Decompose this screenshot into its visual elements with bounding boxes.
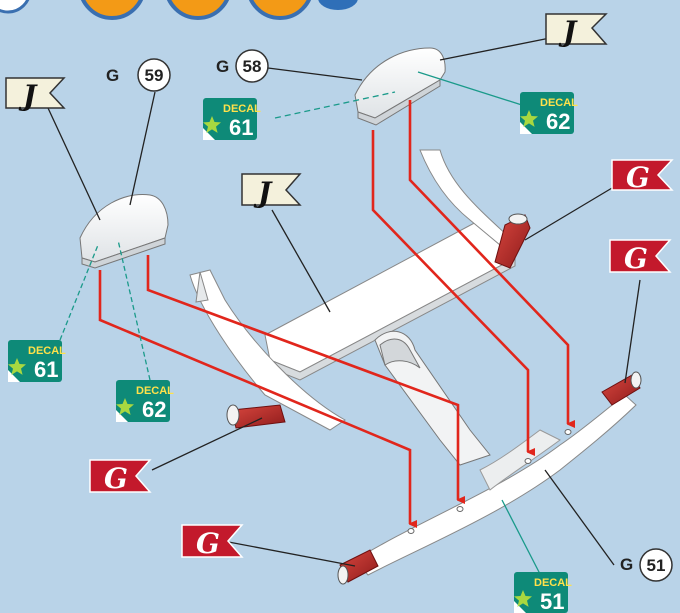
svg-text:DECAL: DECAL [28,345,66,357]
svg-text:51: 51 [647,556,666,575]
svg-text:G: G [620,555,633,574]
decal-badge-62-left: DECAL 62 [116,380,174,422]
shell-part-58 [355,48,445,125]
part-label-51: G 51 [620,549,672,581]
svg-text:G: G [104,462,128,495]
svg-text:G: G [106,66,119,85]
decal-badge-51: DECAL 51 [514,572,572,613]
flag-g-right-upper: G [612,160,672,194]
svg-text:DECAL: DECAL [136,385,174,397]
svg-text:DECAL: DECAL [534,577,572,589]
flag-g-right-middle: G [610,240,670,275]
part-label-58: G 58 [216,50,268,82]
svg-text:58: 58 [243,57,262,76]
svg-text:62: 62 [546,109,570,134]
svg-text:61: 61 [229,115,253,140]
decal-badge-61-left: DECAL 61 [8,340,66,382]
flag-j-top-left: J [6,78,64,112]
svg-text:DECAL: DECAL [223,103,261,115]
decal-badge-62-top: DECAL 62 [520,92,578,134]
svg-text:G: G [196,527,220,560]
svg-text:G: G [624,242,648,275]
part-label-59: G 59 [106,59,170,91]
svg-text:61: 61 [34,357,58,382]
decal-badge-61-top: DECAL 61 [203,98,261,140]
svg-text:51: 51 [540,589,564,613]
svg-text:G: G [216,57,229,76]
svg-text:G: G [626,161,650,194]
svg-text:59: 59 [145,66,164,85]
flag-j-top-right: J [546,14,606,48]
svg-text:62: 62 [142,397,166,422]
flag-j-center: J [242,174,300,209]
flag-g-left-lower: G [90,460,150,495]
top-part-circles [0,0,358,18]
svg-text:DECAL: DECAL [540,97,578,109]
